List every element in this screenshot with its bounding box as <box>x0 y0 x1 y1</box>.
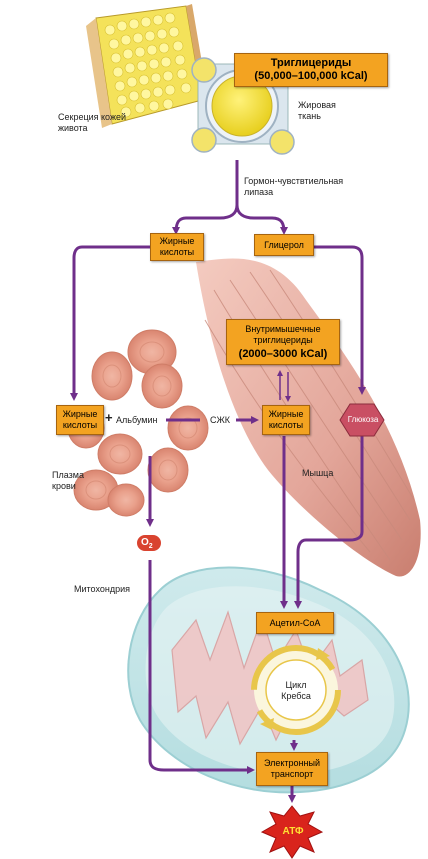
belly-skin-label: Секреция кожей живота <box>58 112 127 133</box>
triglycerides-box: Триглицериды (50,000–100,000 kCal) <box>234 53 388 87</box>
muscle-label: Мышца <box>302 468 334 478</box>
fatty-acids-top-label: Жирные кислоты <box>159 236 195 257</box>
plasma-label: Плазма крови <box>52 470 84 491</box>
fatty-acids-plasma-label: Жирные кислоты <box>62 409 98 430</box>
o2-badge <box>135 533 163 553</box>
fatty-acids-muscle-box: Жирные кислоты <box>262 405 310 435</box>
exchange-arrows <box>277 370 291 402</box>
fat-block-illustration <box>86 4 208 128</box>
plus-sign: + <box>105 410 113 425</box>
krebs-label: Цикл Кребса <box>281 680 311 701</box>
atp-label: АТФ <box>282 826 304 837</box>
intramuscular-tg-box: Внутримышечные триглицериды (2000–3000 k… <box>226 319 340 365</box>
electron-transport-label: Электронный транспорт <box>263 758 321 779</box>
glycerol-label: Глицерол <box>264 239 304 250</box>
intramuscular-kcal: (2000–3000 kCal) <box>238 347 328 360</box>
glycerol-box: Глицерол <box>254 234 314 256</box>
red-blood-cells <box>67 329 209 517</box>
electron-transport-box: Электронный транспорт <box>256 752 328 786</box>
krebs-cycle-graphic <box>251 645 341 735</box>
glucose-label: Глюкоза <box>347 415 379 424</box>
intramuscular-tg-label: Внутримышечные триглицериды <box>245 323 321 345</box>
mitochondria-label: Митохондрия <box>74 584 130 594</box>
hormone-lipase-label: Гормон-чувствтиельная липаза <box>244 176 344 197</box>
triglycerides-title: Триглицериды <box>270 57 352 69</box>
o2-subscript: 2 <box>148 543 153 550</box>
fatty-acids-plasma-box: Жирные кислоты <box>56 405 104 435</box>
pathway-arrows <box>70 160 366 803</box>
fatty-acids-top-box: Жирные кислоты <box>150 233 204 261</box>
acetyl-coa-box: Ацетил-CoA <box>256 612 334 634</box>
adipose-tissue-label: Жировая ткань <box>298 100 336 121</box>
fatty-acids-muscle-label: Жирные кислоты <box>268 409 304 430</box>
albumin-label: Альбумин <box>116 415 158 425</box>
acetyl-coa-label: Ацетил-CoA <box>269 617 321 628</box>
o2-base: O <box>141 537 149 548</box>
atp-star <box>260 805 324 859</box>
o2-label: O2 <box>141 537 153 552</box>
ffa-label: СЖК <box>210 415 231 425</box>
triglycerides-kcal: (50,000–100,000 kCal) <box>254 70 368 82</box>
glucose-hexagon <box>339 403 385 437</box>
